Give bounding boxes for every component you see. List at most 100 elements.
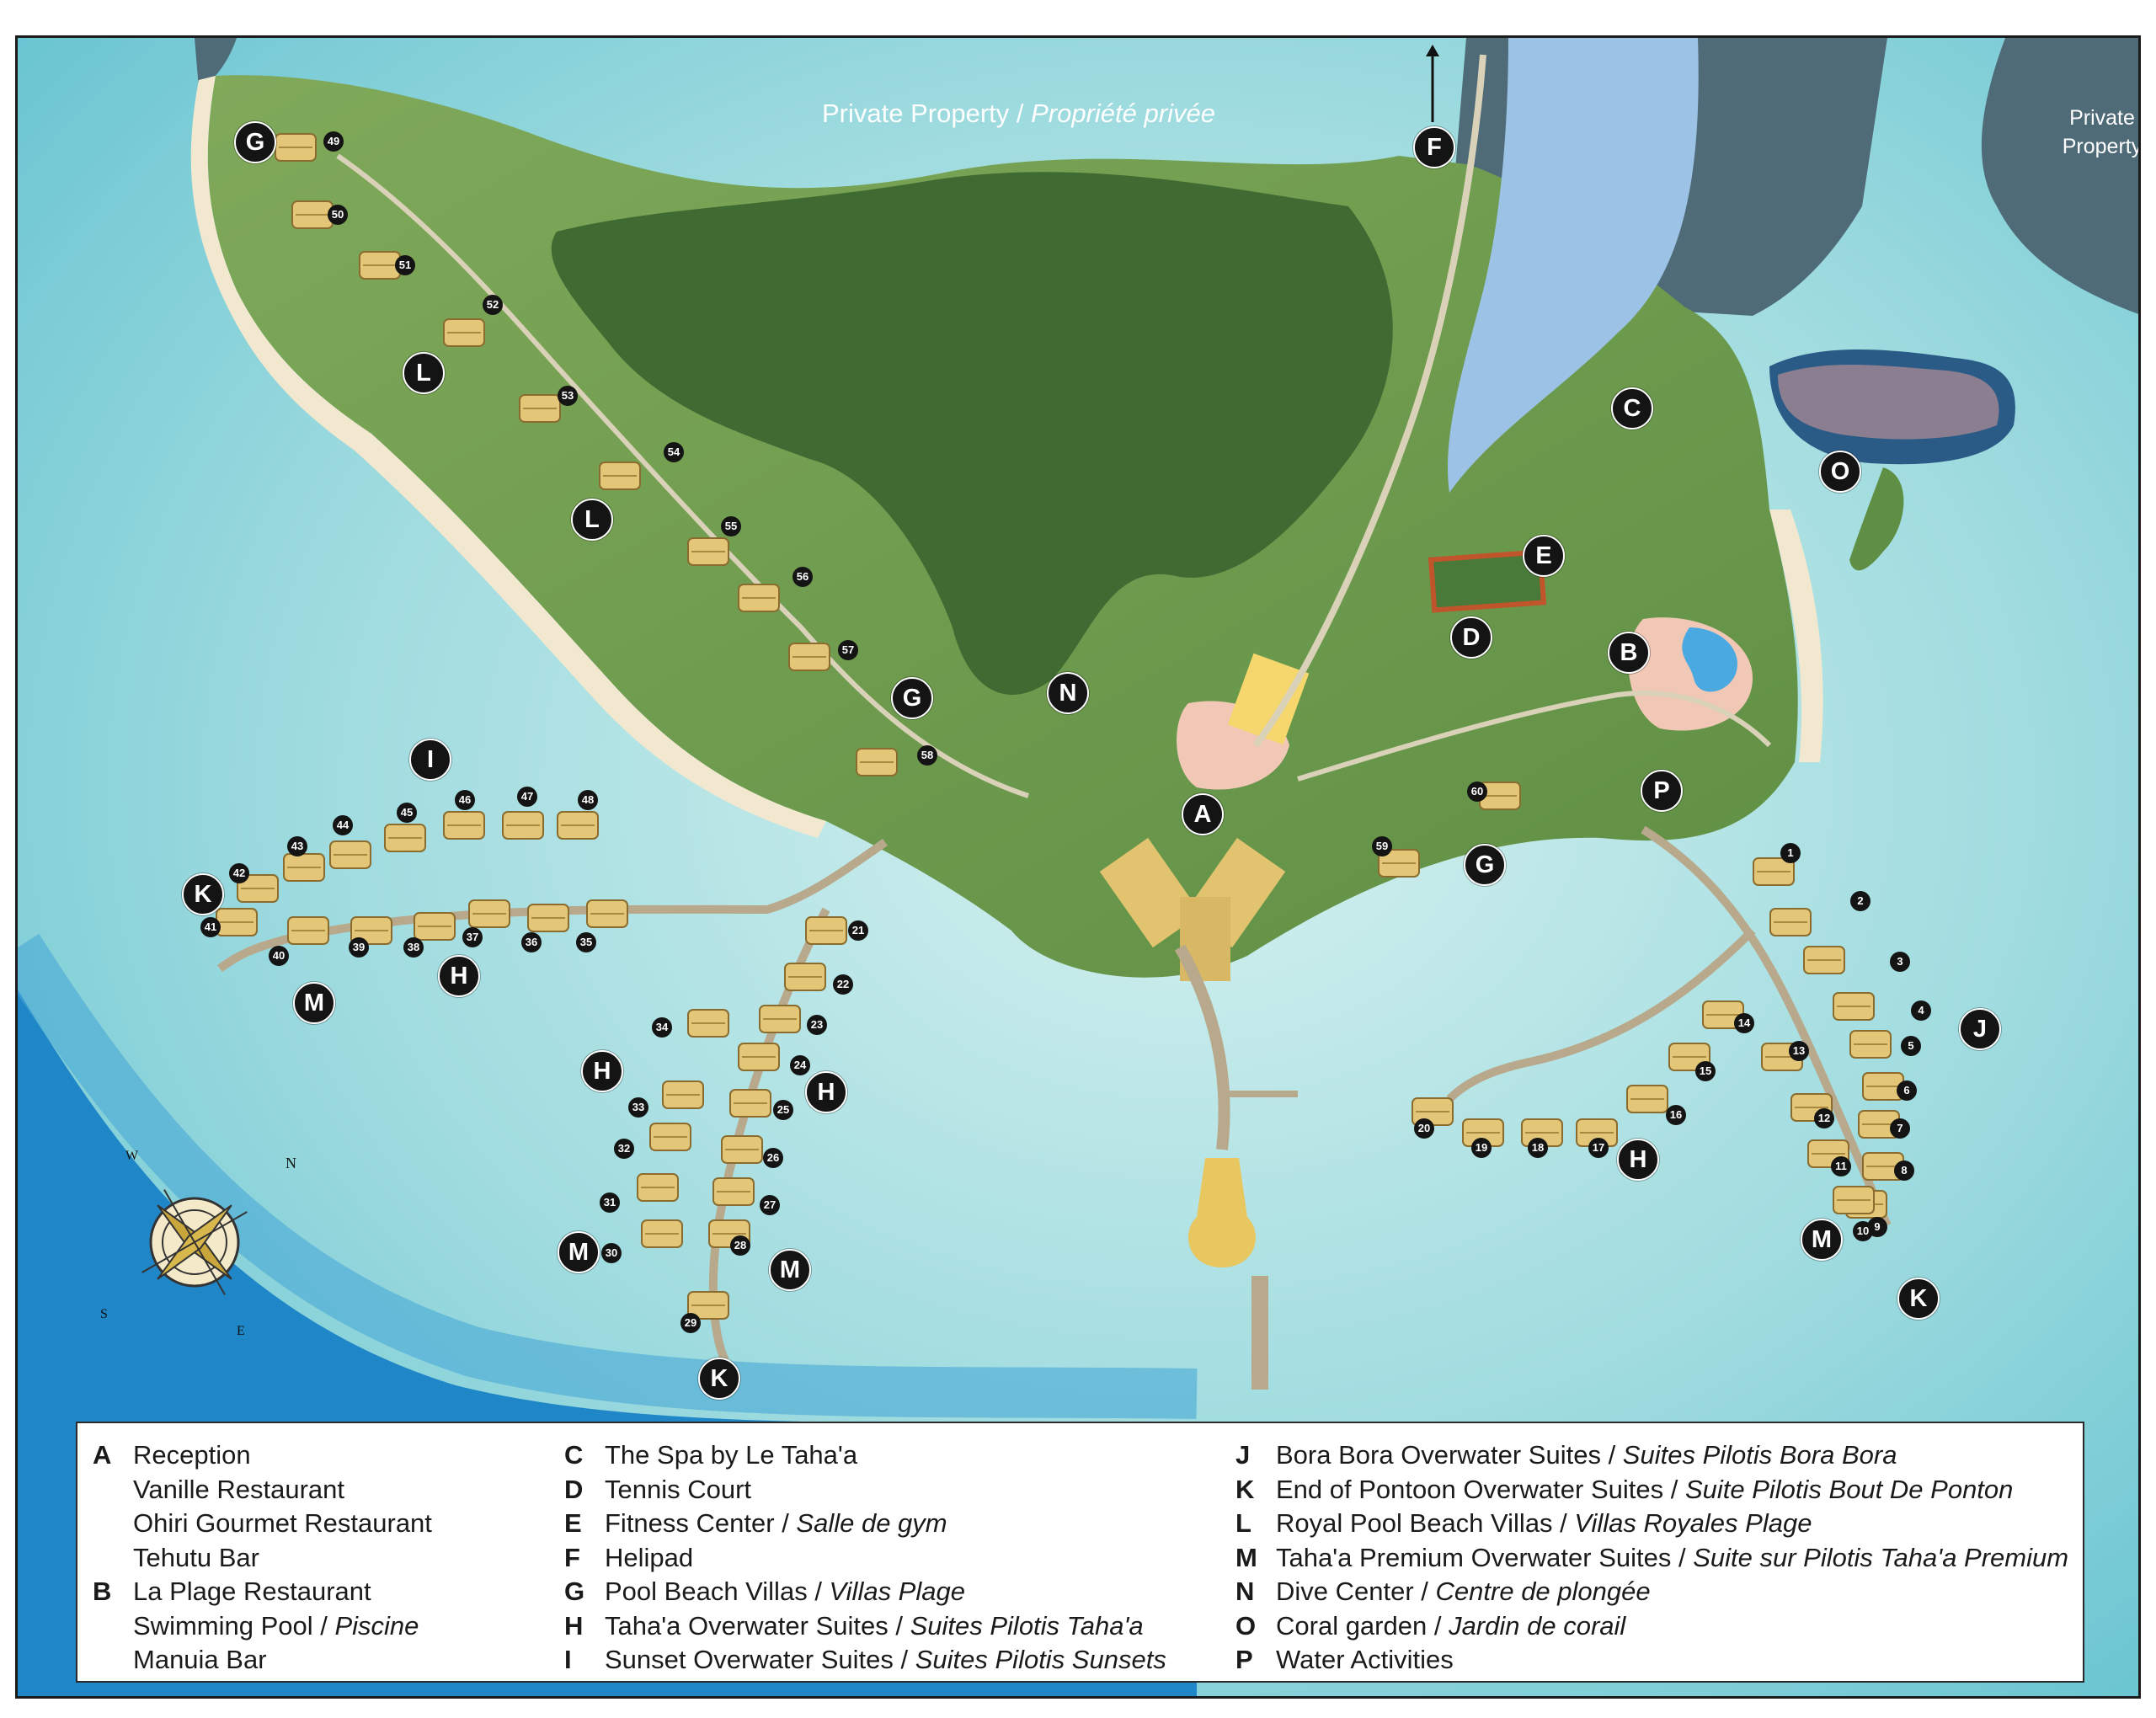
villa-number-38: 38 <box>403 937 424 958</box>
legend-key: C <box>564 1440 584 1470</box>
legend-key: I <box>564 1645 572 1674</box>
legend-label-en: Reception <box>133 1440 251 1470</box>
villa-number-23: 23 <box>807 1015 827 1035</box>
villa-34 <box>687 1009 729 1038</box>
marker-e-5[interactable]: E <box>1523 535 1565 577</box>
villa-number-55: 55 <box>721 516 741 536</box>
villa-36 <box>527 904 569 932</box>
legend-separator: / <box>893 1645 915 1674</box>
legend-text: Dive Center / Centre de plongée <box>1276 1575 1651 1609</box>
legend-label-fr: Suites Pilotis Bora Bora <box>1622 1440 1897 1470</box>
villa-52 <box>443 318 485 347</box>
legend-label-fr: Villas Royales Plage <box>1574 1508 1812 1538</box>
villa-23 <box>759 1005 801 1033</box>
forest <box>551 172 1393 696</box>
villa-number-44: 44 <box>333 815 353 835</box>
villa-number-45: 45 <box>397 803 417 823</box>
marker-h-12[interactable]: H <box>805 1071 847 1113</box>
pier-arm <box>1222 1091 1298 1097</box>
legend-row: Tehutu Bar <box>93 1541 432 1576</box>
villa-number-37: 37 <box>462 927 483 947</box>
legend-key: B <box>93 1577 112 1606</box>
legend-row: C The Spa by Le Taha'a <box>564 1438 1166 1473</box>
villa-25 <box>729 1089 771 1118</box>
villa-48 <box>557 811 599 840</box>
villa-10 <box>1833 1186 1875 1214</box>
marker-d-4[interactable]: D <box>1450 616 1492 659</box>
marker-a-1[interactable]: A <box>1182 793 1224 835</box>
legend-row: Vanille Restaurant <box>93 1473 432 1507</box>
helipad-arrowhead <box>1426 45 1439 56</box>
legend-text: Royal Pool Beach Villas / Villas Royales… <box>1276 1507 1812 1541</box>
marker-g-7[interactable]: G <box>234 121 276 163</box>
marker-f-6[interactable]: F <box>1413 126 1455 168</box>
villa-number-14: 14 <box>1734 1013 1754 1033</box>
villa-59 <box>1378 849 1420 878</box>
villa-46 <box>443 811 485 840</box>
marker-h-10[interactable]: H <box>438 955 480 997</box>
marker-j-15[interactable]: J <box>1959 1008 2001 1050</box>
villa-number-26: 26 <box>763 1148 783 1168</box>
marker-o-26[interactable]: O <box>1819 451 1861 493</box>
marker-k-16[interactable]: K <box>182 873 224 915</box>
villa-number-19: 19 <box>1471 1138 1492 1158</box>
legend-label-en: Tehutu Bar <box>133 1542 259 1572</box>
villa-5 <box>1849 1030 1892 1059</box>
legend-label-fr: Centre de plongée <box>1435 1577 1651 1606</box>
marker-g-8[interactable]: G <box>891 677 933 719</box>
marker-l-19[interactable]: L <box>403 352 445 394</box>
legend-key: M <box>1235 1542 1257 1572</box>
legend-text: The Spa by Le Taha'a <box>605 1438 857 1473</box>
legend-label-fr: Suites Pilotis Sunsets <box>915 1645 1166 1674</box>
marker-g-9[interactable]: G <box>1464 844 1506 886</box>
marker-k-17[interactable]: K <box>698 1358 740 1400</box>
tennis-court <box>1428 549 1547 613</box>
private-land-west <box>195 38 237 88</box>
villa-33 <box>662 1080 704 1109</box>
villa-42 <box>237 874 279 903</box>
marker-m-22[interactable]: M <box>558 1231 600 1273</box>
private-property-title: Private Property / Propriété privée <box>822 99 1215 129</box>
reception-roof <box>1227 653 1310 745</box>
villa-number-47: 47 <box>517 787 537 807</box>
marker-b-2[interactable]: B <box>1608 632 1650 674</box>
compass-n: N <box>286 1155 296 1171</box>
marker-h-11[interactable]: H <box>581 1050 623 1092</box>
villa-55 <box>687 537 729 566</box>
marker-h-13[interactable]: H <box>1617 1139 1659 1181</box>
marker-l-20[interactable]: L <box>571 499 613 541</box>
legend-text: Ohiri Gourmet Restaurant <box>133 1507 432 1541</box>
marker-m-21[interactable]: M <box>293 982 335 1024</box>
legend-separator: / <box>1663 1474 1685 1504</box>
marker-m-23[interactable]: M <box>769 1249 811 1291</box>
legend-label-en: Pool Beach Villas <box>605 1577 808 1606</box>
legend-label-fr: Villas Plage <box>829 1577 965 1606</box>
legend-label-fr: Jardin de corail <box>1449 1610 1626 1641</box>
marker-n-25[interactable]: N <box>1047 672 1089 714</box>
legend-separator: / <box>774 1508 797 1538</box>
villa-26 <box>721 1135 763 1164</box>
marker-i-14[interactable]: I <box>409 739 451 781</box>
legend-label-fr: Suites Pilotis Taha'a <box>910 1610 1144 1641</box>
legend-text: Helipad <box>605 1541 693 1576</box>
villa-47 <box>502 811 544 840</box>
pier-head <box>1188 1158 1256 1267</box>
villa-41 <box>216 908 258 936</box>
marker-m-24[interactable]: M <box>1801 1219 1843 1261</box>
coral-islet <box>1849 467 1904 571</box>
villa-number-22: 22 <box>833 974 853 995</box>
marker-k-18[interactable]: K <box>1897 1278 1940 1320</box>
legend-separator: / <box>888 1610 910 1641</box>
reef-edge <box>18 933 1198 1419</box>
marker-p-27[interactable]: P <box>1641 770 1683 812</box>
legend-text: Tennis Court <box>605 1473 751 1507</box>
villa-number-56: 56 <box>792 567 813 587</box>
villa-54 <box>599 462 641 490</box>
legend-label-en: Taha'a Overwater Suites <box>605 1610 889 1641</box>
marker-c-3[interactable]: C <box>1611 387 1653 430</box>
legend-label-fr: Suite sur Pilotis Taha'a Premium <box>1693 1542 2069 1572</box>
